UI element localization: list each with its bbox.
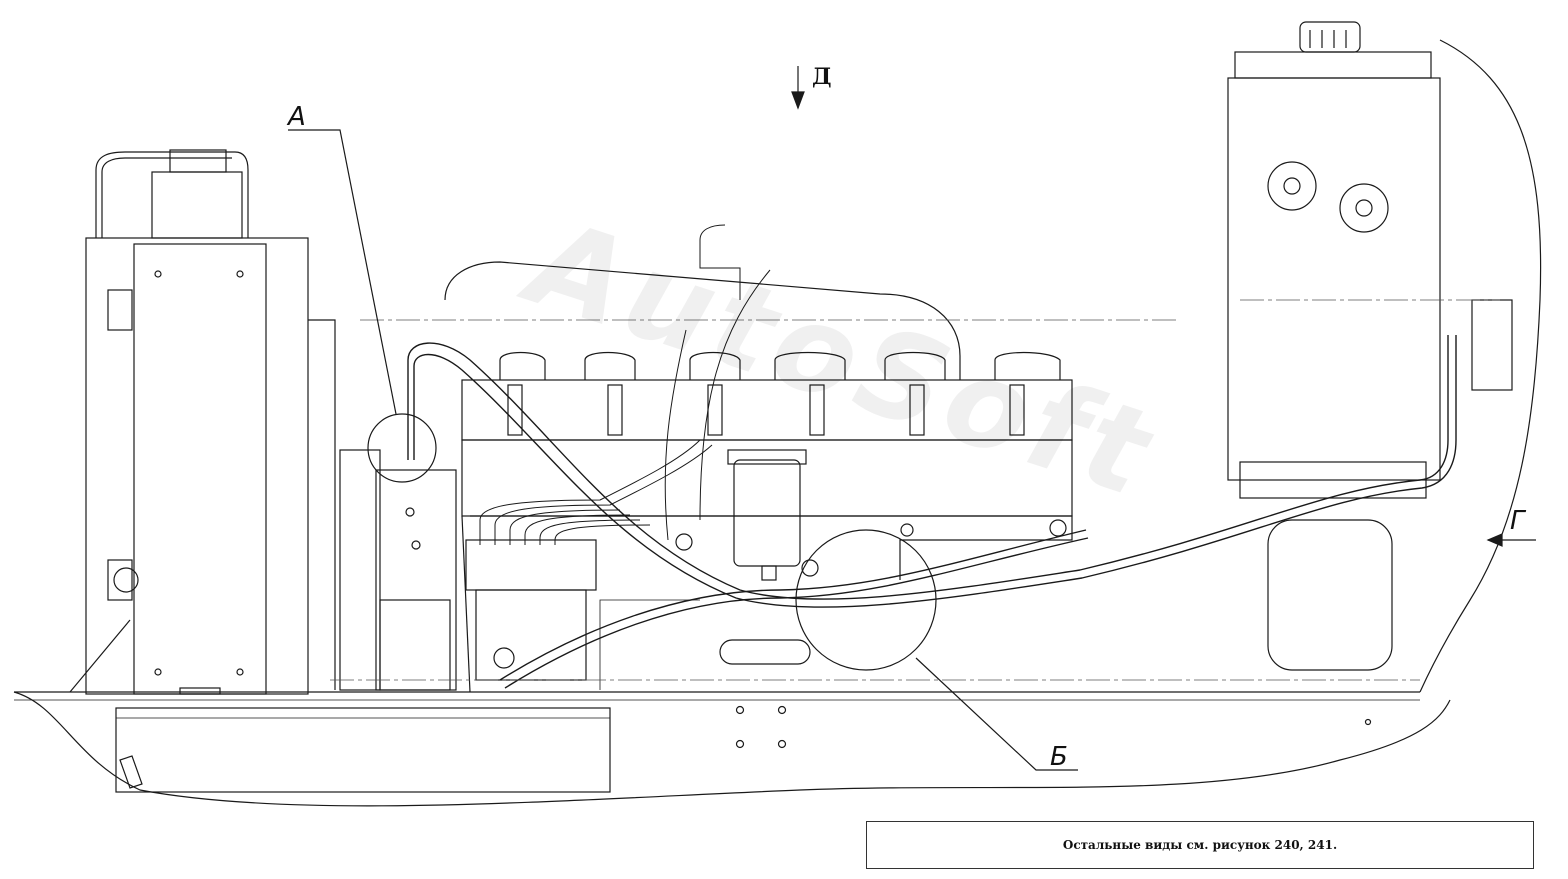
callout-a: А <box>288 102 306 132</box>
note-box: Остальные виды см. рисунок 240, 241. <box>866 821 1534 869</box>
center-lines <box>330 299 1500 681</box>
chassis-frame <box>13 39 1542 807</box>
note-text: Остальные виды см. рисунок 240, 241. <box>1062 838 1338 852</box>
flywheel-housing <box>339 449 457 691</box>
detail-callout-circles <box>288 129 1078 771</box>
frame-holes <box>735 705 1372 749</box>
radiator <box>69 149 336 695</box>
callout-g: Г <box>1510 506 1525 536</box>
callout-b: Б <box>1050 742 1068 772</box>
view-arrows <box>791 66 1536 547</box>
engine-block <box>444 261 1073 693</box>
callout-d: Д <box>812 64 832 90</box>
hydraulic-tank <box>1227 21 1513 671</box>
fuel-lines <box>407 224 1457 689</box>
